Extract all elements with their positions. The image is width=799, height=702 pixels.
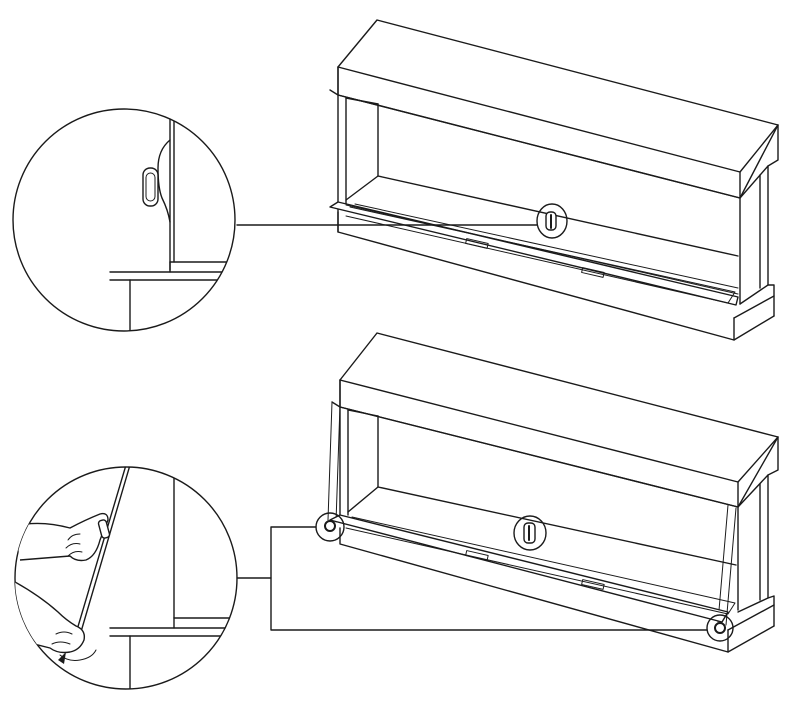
burner-tray-2 [345,516,736,615]
glass-handle-held [97,519,111,539]
glass-left-edge-2 [335,404,341,523]
top-left-return-2 [347,409,379,417]
upper-hand [15,512,109,562]
base-front [337,211,735,341]
ledge-front-2 [173,617,231,629]
burner-slot-2 [581,267,605,278]
hood-lower-edge-2 [339,379,739,483]
handle-detail-icon [142,167,159,207]
hood-top-face-2 [339,332,779,508]
glass-right-edge-2 [725,507,737,626]
back-wall-floor-2 [377,486,737,566]
leader-line-bottom-lower [270,577,708,631]
handle-highlight-circle-2 [513,515,547,551]
detail-top-outline [12,108,236,332]
base-right [733,284,775,319]
grab-point-right [706,614,734,642]
hood-front-face [337,66,741,199]
base-right-2 [727,595,775,631]
fireplace-top [329,19,779,341]
grab-point-right-mark[interactable] [714,622,726,634]
lift-arrow-icon [58,652,66,664]
back-wall-floor [377,175,739,257]
lower-hand [15,581,86,654]
lower-hand-thumb [59,649,97,661]
burner-tray-inner [354,203,739,289]
left-post-outer [329,89,339,233]
tilted-glass-outer [73,467,127,641]
base-front-2 [339,527,729,653]
front-trim-2 [329,514,729,623]
base-bottom-right-2 [727,625,775,653]
burner-slot-3 [465,550,489,561]
glass-left-edge [327,401,333,521]
grab-point-left-mark[interactable] [324,520,336,532]
hood-front-face-2 [339,379,739,508]
detail-bottom-outline [14,466,238,690]
hood-lower-edge [337,66,741,173]
ledge-front [169,261,231,273]
burner-slot-1 [465,238,489,249]
handle-highlight-circle [536,203,568,239]
floor-left [345,175,379,201]
detail-circle-bottom [14,466,238,690]
leader-line-bottom-upper [236,526,317,579]
glass-right-edge [717,504,729,623]
hood-right-2 [767,436,779,476]
hood-edge [739,124,779,173]
hood-right [767,124,779,167]
hood-edge-2 [737,436,779,483]
upper-hand-fingers [65,533,83,557]
lower-hand-fingers [51,631,73,645]
handle-profile [157,139,171,223]
top-left-return [345,97,379,105]
handle-detail-inner [145,172,156,202]
detail-circle-top [12,108,236,332]
base-bottom-right [733,315,775,341]
fireplace-bottom [315,332,779,653]
hood-top-face [337,19,779,199]
front-trim [329,201,739,306]
left-post-outer-2 [331,401,341,519]
tilted-glass-inner [77,467,131,643]
glass-bottom [345,204,739,295]
floor-left-2 [347,486,379,513]
grab-point-left [315,512,345,542]
burner-slot-4 [581,579,605,590]
